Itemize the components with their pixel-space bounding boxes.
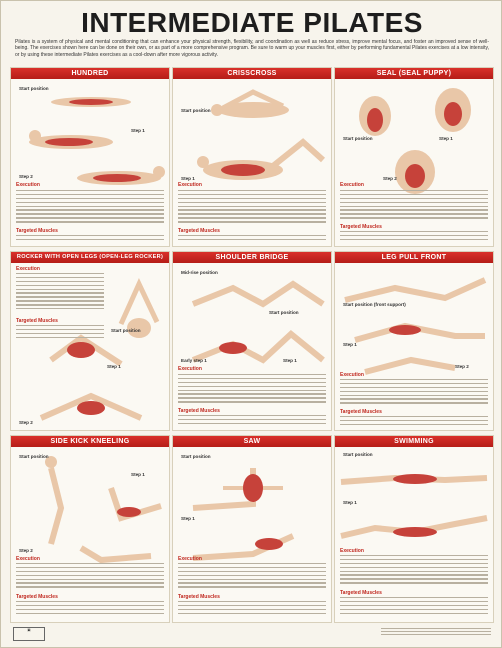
shoulder-bridge-figure-illustration <box>191 280 325 364</box>
section-execution: Execution <box>16 182 40 188</box>
panel-hundred: HUNDRED Start position Step 1 Step 2 Exe… <box>10 67 170 247</box>
section-execution: Execution <box>178 366 202 372</box>
rocker-step-2-illustration <box>39 392 143 421</box>
panel-crisscross: CRISSCROSS Start position Step 1 Executi… <box>172 67 332 247</box>
panel-title: CRISSCROSS <box>173 68 331 79</box>
intro-text: Pilates is a system of physical and ment… <box>15 39 489 58</box>
seal-figure-illustration <box>359 88 471 194</box>
label-step-2: Step 2 <box>455 364 469 369</box>
section-execution: Execution <box>178 556 202 562</box>
label-step-2: Step 2 <box>19 420 33 425</box>
copyright-text <box>381 628 491 637</box>
section-targeted-muscles: Targeted Muscles <box>340 224 382 230</box>
panel-shoulder-bridge: SHOULDER BRIDGE Mid-rise position Start … <box>172 251 332 431</box>
label-start-position: Start position <box>111 328 141 333</box>
section-execution: Execution <box>16 556 40 562</box>
section-targeted-muscles: Targeted Muscles <box>178 408 220 414</box>
label-early-step-1: Early step 1 <box>181 358 207 363</box>
label-step-2: Step 2 <box>19 548 33 553</box>
panel-leg-pull-front: LEG PULL FRONT Start position (front sup… <box>334 251 494 431</box>
label-step-1: Step 1 <box>439 136 453 141</box>
panel-title: SAW <box>173 436 331 447</box>
label-start-position: Start position <box>269 310 299 315</box>
label-start-position: Start position <box>343 136 373 141</box>
label-start-position: Start position <box>19 454 49 459</box>
label-step-1: Step 1 <box>107 364 121 369</box>
panel-side-kick-kneeling: SIDE KICK KNEELING Start position Step 1… <box>10 435 170 623</box>
panel-rocker-open-legs: ROCKER WITH OPEN LEGS (OPEN-LEG ROCKER) … <box>10 251 170 431</box>
section-targeted-muscles: Targeted Muscles <box>16 318 58 324</box>
hundred-figure-illustration <box>29 97 165 185</box>
crisscross-figure-illustration <box>197 89 326 180</box>
label-step-2: Step 2 <box>383 176 397 181</box>
section-targeted-muscles: Targeted Muscles <box>340 590 382 596</box>
swimming-figure-illustration <box>340 474 488 539</box>
label-start-position-front-support: Start position (front support) <box>343 302 406 307</box>
panel-swimming: SWIMMING Start position Step 1 Execution… <box>334 435 494 623</box>
label-step-1: Step 1 <box>181 176 195 181</box>
section-targeted-muscles: Targeted Muscles <box>16 594 58 600</box>
label-step-1: Step 1 <box>283 358 297 363</box>
saw-figure-illustration <box>192 468 295 561</box>
section-execution: Execution <box>178 182 202 188</box>
label-start-position: Start position <box>181 454 211 459</box>
panel-title: SEAL (SEAL PUPPY) <box>335 68 493 79</box>
section-targeted-muscles: Targeted Muscles <box>178 594 220 600</box>
side-kick-kneeling-figure-illustration <box>45 456 162 564</box>
label-start-position: Start position <box>181 108 211 113</box>
label-start-position: Start position <box>343 452 373 457</box>
label-mid-rise-position: Mid-rise position <box>181 270 218 275</box>
poster-title: INTERMEDIATE PILATES <box>81 7 423 38</box>
panel-title: ROCKER WITH OPEN LEGS (OPEN-LEG ROCKER) <box>11 252 169 263</box>
label-step-1: Step 1 <box>131 472 145 477</box>
label-step-2: Step 2 <box>19 174 33 179</box>
panel-title: SWIMMING <box>335 436 493 447</box>
label-step-1: Step 1 <box>181 516 195 521</box>
section-execution: Execution <box>340 548 364 554</box>
section-targeted-muscles: Targeted Muscles <box>16 228 58 234</box>
section-execution: Execution <box>340 372 364 378</box>
section-execution: Execution <box>16 266 40 272</box>
label-start-position: Start position <box>19 86 49 91</box>
label-step-1: Step 1 <box>343 500 357 505</box>
publisher-logo: ▣ <box>13 627 45 641</box>
label-step-1: Step 1 <box>343 342 357 347</box>
panel-seal: SEAL (SEAL PUPPY) Start position Step 1 … <box>334 67 494 247</box>
leg-pull-front-figure-illustration <box>344 277 487 375</box>
panel-title: SIDE KICK KNEELING <box>11 436 169 447</box>
section-targeted-muscles: Targeted Muscles <box>178 228 220 234</box>
label-step-1: Step 1 <box>131 128 145 133</box>
section-execution: Execution <box>340 182 364 188</box>
panel-title: SHOULDER BRIDGE <box>173 252 331 263</box>
panel-saw: SAW Start position Step 1 Execution Targ… <box>172 435 332 623</box>
panel-title: LEG PULL FRONT <box>335 252 493 263</box>
section-targeted-muscles: Targeted Muscles <box>340 409 382 415</box>
panel-title: HUNDRED <box>11 68 169 79</box>
